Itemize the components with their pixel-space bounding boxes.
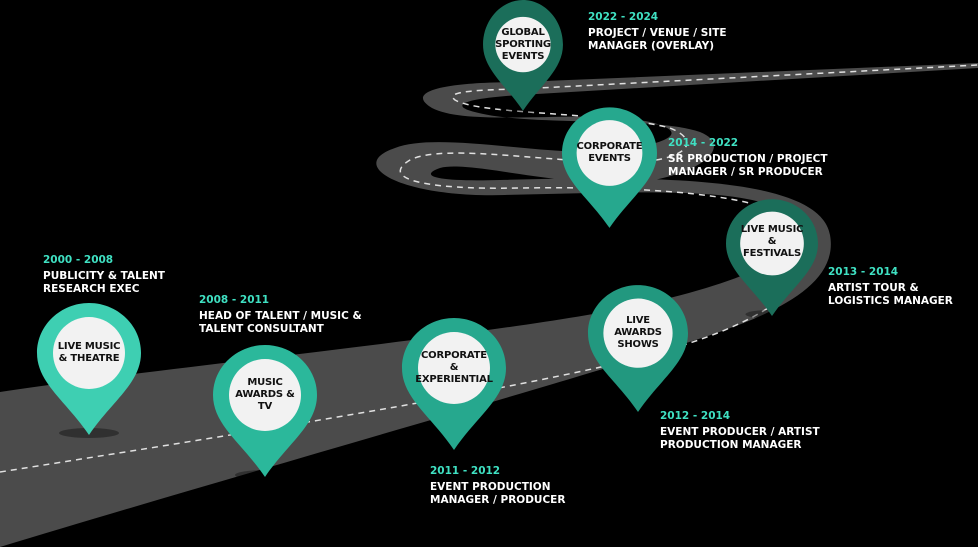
milestone-pin-music-awards-tv: MUSIC AWARDS & TV: [213, 345, 317, 480]
pin-label: CORPORATE & EXPERIENTIAL: [415, 350, 493, 385]
map-pin-icon: [483, 0, 563, 113]
pin-label: LIVE AWARDS SHOWS: [614, 315, 662, 350]
caption-years: 2000 - 2008: [43, 254, 114, 266]
pin-label: MUSIC AWARDS & TV: [235, 377, 295, 412]
pin-label: LIVE MUSIC & THEATRE: [57, 341, 121, 364]
milestone-pin-live-music-festivals: LIVE MUSIC & FESTIVALS: [726, 198, 818, 320]
milestone-caption-2012-2014: 2012 - 2014 EVENT PRODUCER / ARTIST PROD…: [660, 410, 820, 452]
pin-label: LIVE MUSIC & FESTIVALS: [740, 224, 804, 259]
caption-years: 2022 - 2024: [588, 11, 659, 23]
caption-role: HEAD OF TALENT / MUSIC & TALENT CONSULTA…: [199, 310, 362, 335]
caption-role: PROJECT / VENUE / SITE MANAGER (OVERLAY): [588, 27, 727, 52]
map-pin-icon: [213, 345, 317, 480]
map-pin-icon: [588, 285, 688, 415]
road-center-line: [0, 64, 978, 473]
caption-years: 2013 - 2014: [828, 266, 899, 278]
caption-role: EVENT PRODUCER / ARTIST PRODUCTION MANAG…: [660, 426, 820, 451]
caption-role: ARTIST TOUR & LOGISTICS MANAGER: [828, 282, 953, 307]
milestone-pin-live-music-theatre: LIVE MUSIC & THEATRE: [37, 303, 141, 438]
map-pin-icon: [562, 107, 657, 231]
pin-label: GLOBAL SPORTING EVENTS: [495, 27, 551, 62]
caption-role: PUBLICITY & TALENT RESEARCH EXEC: [43, 270, 165, 295]
milestone-caption-2022-2024: 2022 - 2024 PROJECT / VENUE / SITE MANAG…: [588, 11, 727, 53]
milestone-caption-2000-2008: 2000 - 2008 PUBLICITY & TALENT RESEARCH …: [43, 254, 165, 296]
milestone-caption-2014-2022: 2014 - 2022 SR PRODUCTION / PROJECT MANA…: [668, 137, 828, 179]
caption-years: 2008 - 2011: [199, 294, 270, 306]
map-pin-icon: [37, 303, 141, 438]
caption-years: 2014 - 2022: [668, 137, 739, 149]
milestone-pin-corporate-experiential: CORPORATE & EXPERIENTIAL: [402, 318, 506, 453]
pin-label: CORPORATE EVENTS: [576, 140, 643, 164]
caption-years: 2012 - 2014: [660, 410, 731, 422]
milestone-caption-2008-2011: 2008 - 2011 HEAD OF TALENT / MUSIC & TAL…: [199, 294, 362, 336]
milestone-pin-corporate-events: CORPORATE EVENTS: [562, 107, 657, 231]
caption-years: 2011 - 2012: [430, 465, 501, 477]
milestone-caption-2013-2014: 2013 - 2014 ARTIST TOUR & LOGISTICS MANA…: [828, 266, 953, 308]
map-pin-icon: [402, 318, 506, 453]
caption-role: SR PRODUCTION / PROJECT MANAGER / SR PRO…: [668, 153, 828, 178]
caption-role: EVENT PRODUCTION MANAGER / PRODUCER: [430, 481, 566, 506]
milestone-pin-global-sporting-events: GLOBAL SPORTING EVENTS: [477, 0, 569, 113]
milestone-pin-live-awards-shows: LIVE AWARDS SHOWS: [588, 285, 688, 415]
map-pin-icon: [726, 199, 818, 319]
milestone-caption-2011-2012: 2011 - 2012 EVENT PRODUCTION MANAGER / P…: [430, 465, 565, 507]
